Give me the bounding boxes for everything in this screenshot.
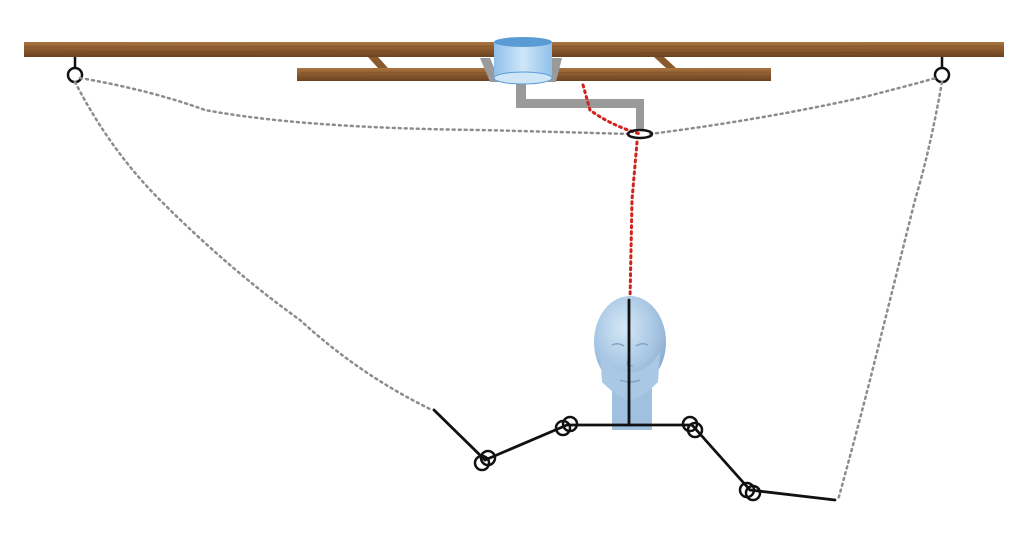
puppet-skeleton: [432, 298, 837, 502]
ceiling-lamp-icon: [493, 37, 553, 85]
ceiling-hook-icon: [933, 57, 951, 84]
string-ring: [626, 128, 654, 140]
beam-brace-right: [654, 57, 676, 68]
beam-brace-left: [368, 57, 388, 68]
coil-joint-icon: [554, 415, 579, 437]
control-string-gray: [73, 76, 944, 502]
coil-joint-icon: [738, 481, 762, 502]
control-string-red: [581, 83, 642, 302]
coil-joint-icon: [681, 415, 704, 439]
coil-joint-icon: [473, 449, 497, 472]
